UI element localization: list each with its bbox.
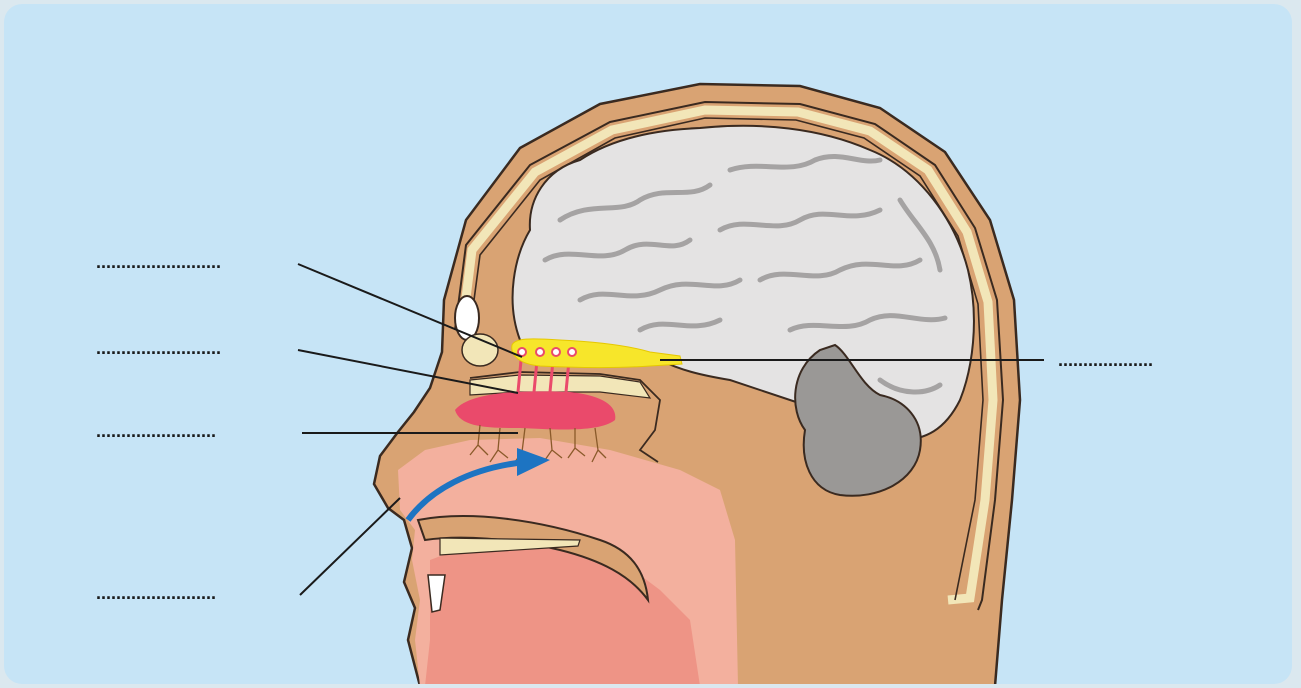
label-1[interactable]: ......................... [96, 252, 221, 272]
leader-line-4 [300, 498, 400, 595]
label-4[interactable]: ........................ [96, 583, 216, 603]
head-cross-section-diagram: ......................... ..............… [4, 4, 1292, 684]
label-2[interactable]: ......................... [96, 338, 221, 358]
diagram-panel: ......................... ..............… [4, 4, 1292, 684]
label-3[interactable]: ........................ [96, 421, 216, 441]
label-5[interactable]: ................... [1058, 350, 1153, 370]
